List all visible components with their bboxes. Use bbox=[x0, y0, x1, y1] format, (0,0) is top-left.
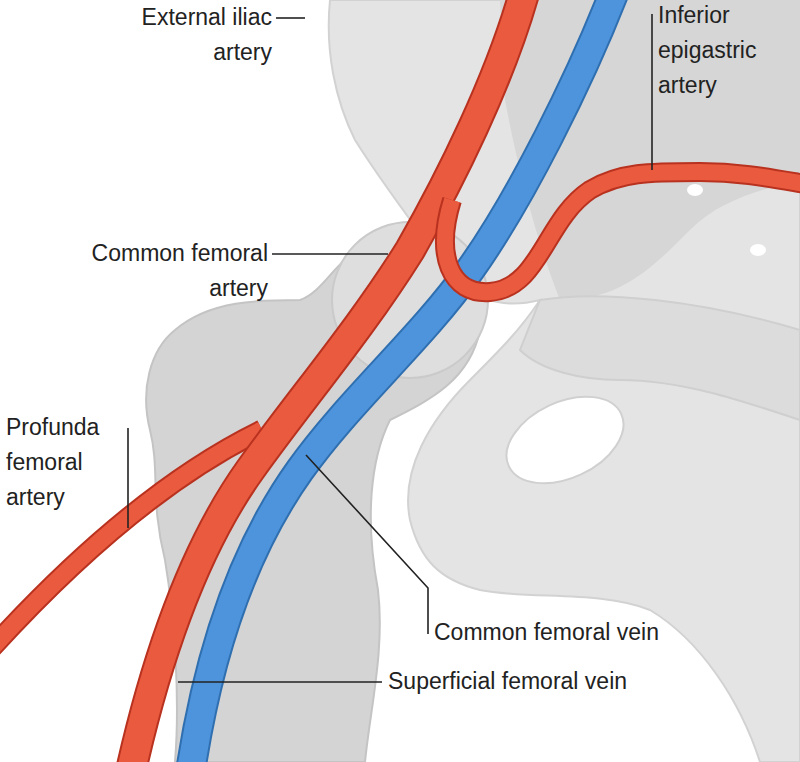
femoral-vein bbox=[190, 0, 615, 762]
leader-line bbox=[272, 253, 388, 255]
leader-line bbox=[306, 455, 428, 634]
leader-line bbox=[651, 14, 653, 170]
leader-line bbox=[276, 17, 305, 19]
artery-outline bbox=[445, 172, 800, 292]
sacral-foramen bbox=[750, 244, 766, 256]
leader-line bbox=[178, 681, 382, 683]
part-label: Superficial femoral vein bbox=[388, 664, 718, 699]
leader-line bbox=[127, 428, 129, 528]
artery-outline bbox=[130, 0, 525, 762]
vein-outline bbox=[190, 0, 615, 762]
part-label: External iliac artery bbox=[102, 0, 272, 70]
part-label: Inferior epigastric artery bbox=[658, 0, 783, 103]
part-label: Common femoral vein bbox=[434, 615, 734, 650]
sacral-foramen bbox=[687, 184, 703, 196]
obturator-foramen bbox=[493, 379, 638, 500]
part-label: Profunda femoral artery bbox=[6, 410, 118, 515]
femoral-artery bbox=[130, 0, 525, 762]
epigastric-artery bbox=[445, 172, 800, 292]
part-label: Common femoral artery bbox=[78, 236, 268, 306]
